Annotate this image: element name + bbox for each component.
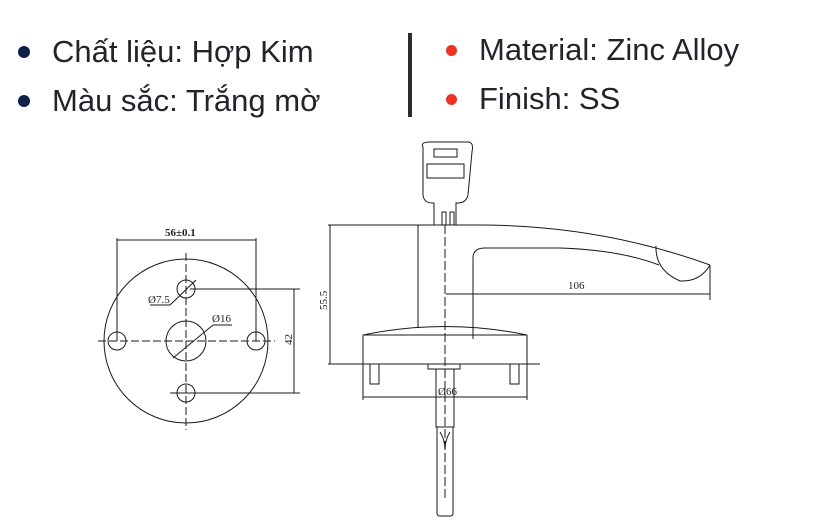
spec-label: Finish: SS (479, 81, 621, 116)
spec-label: Material: Zinc Alloy (479, 32, 740, 67)
width-dimension: 56±0.1 (165, 227, 196, 239)
bullet-icon (18, 95, 30, 107)
spec-color-vi: Màu sắc: Trắng mờ (18, 83, 320, 119)
center-hole-dimension: Ø16 (212, 313, 231, 325)
bullet-icon (18, 46, 30, 58)
height-dimension: 55.5 (318, 290, 330, 310)
spec-material-en: Material: Zinc Alloy (446, 32, 739, 68)
front-view (98, 238, 300, 430)
bullet-icon (446, 44, 457, 56)
vertical-dimension: 42 (283, 334, 295, 345)
spec-finish-en: Finish: SS (446, 81, 620, 117)
spec-label: Màu sắc: Trắng mờ (52, 83, 321, 118)
side-view (328, 141, 711, 517)
base-dimension: Ø66 (438, 386, 457, 398)
bullet-icon (446, 93, 457, 105)
spec-label: Chất liệu: Hợp Kim (52, 34, 314, 69)
small-hole-dimension: Ø7.5 (148, 294, 170, 306)
length-dimension: 106 (568, 280, 585, 292)
spec-material-vi: Chất liệu: Hợp Kim (18, 34, 314, 70)
divider (408, 33, 412, 117)
